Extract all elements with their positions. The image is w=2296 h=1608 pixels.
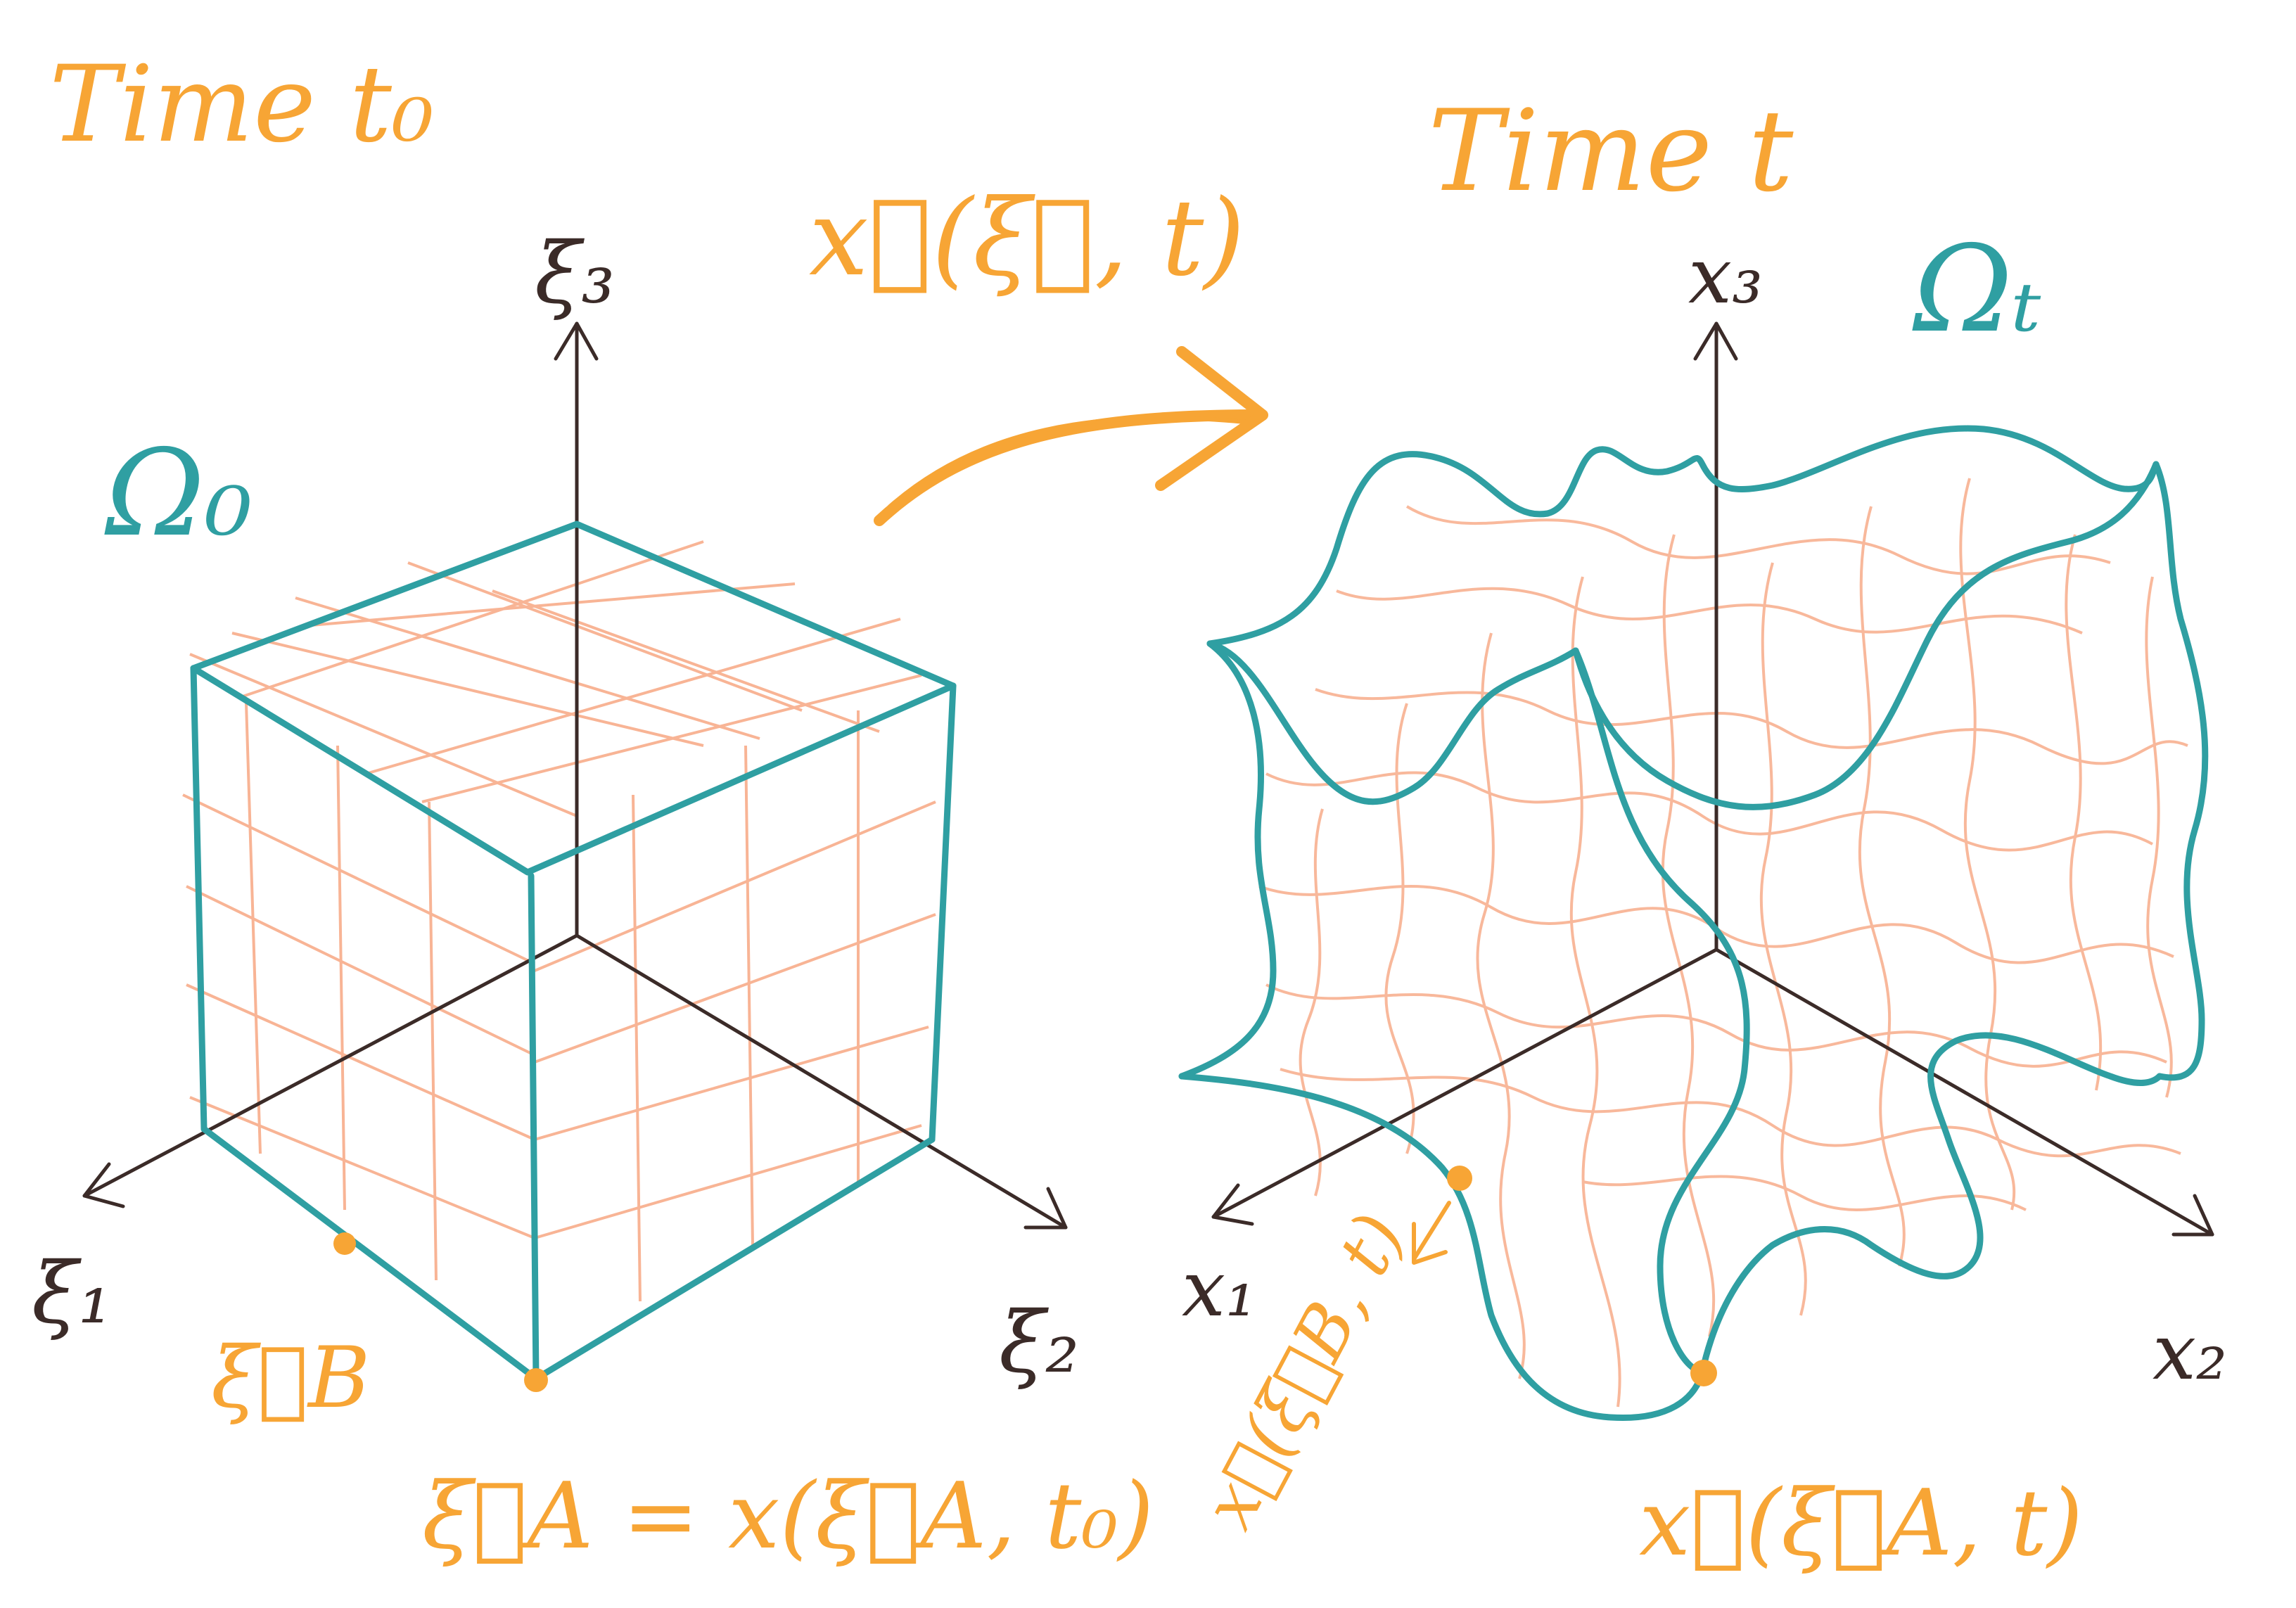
axis-x2-arrow [2171,1194,2214,1237]
axis-xi1 [82,933,579,1198]
axis-xi3-label: ξ₃ [535,225,615,323]
axis-x2 [1714,947,2214,1237]
point-b-label: ξ⃗B [211,1329,370,1427]
axis-xi2-arrow [1023,1187,1068,1230]
left-title: Time t₀ [49,44,434,166]
point-a-current [1690,1360,1717,1386]
point-b-current [1447,1166,1472,1191]
mapping-arrow [874,409,1265,526]
mapping-arrowhead [1155,346,1268,491]
reference-axes [82,321,1068,1230]
left-panel: Time t₀ Ω₀ ξ₃ ξ₁ ξ₂ ξ⃗B ξ⃗A = x(ξ⃗A, t₀) [32,44,1154,1569]
omega-t-label: Ωₜ [1912,220,2042,359]
point-b-arrow [1412,1201,1451,1265]
axis-x1-arrow [1211,1183,1254,1226]
point-a-label: ξ⃗A = x(ξ⃗A, t₀) [422,1462,1154,1569]
axis-x1-label: x₁ [1182,1244,1256,1334]
axis-xi1-arrow [82,1162,125,1208]
deformed-body [1178,425,2209,1422]
point-b-reference [333,1232,356,1255]
omega-0-label: Ω₀ [104,424,253,563]
axis-x1 [1211,947,1718,1219]
axis-x3-label: x₃ [1688,231,1763,321]
point-a-reference [524,1368,548,1392]
axis-xi1-label: ξ₁ [32,1245,112,1343]
right-title: Time t [1428,85,1794,217]
axis-xi2-label: ξ₂ [999,1294,1079,1392]
current-axes [1211,321,2214,1237]
point-a-current-label: x⃗(ξ⃗A, t) [1639,1469,2083,1576]
reference-grid [182,540,936,1302]
deformed-grid [1258,478,2188,1408]
map-label: x⃗(ξ⃗, t) [809,177,1245,300]
axis-xi2 [575,933,1068,1230]
axis-x3-arrow [1693,321,1738,361]
right-panel: Time t Ωₜ x₃ x₁ x₂ x⃗(ξ⃗A, t) x⃗(ξ⃗B, t) [1178,85,2227,1576]
axis-x2-label: x₂ [2152,1307,2227,1397]
mapping: x⃗(ξ⃗, t) [809,177,1268,526]
axis-xi3-arrow [554,321,599,361]
